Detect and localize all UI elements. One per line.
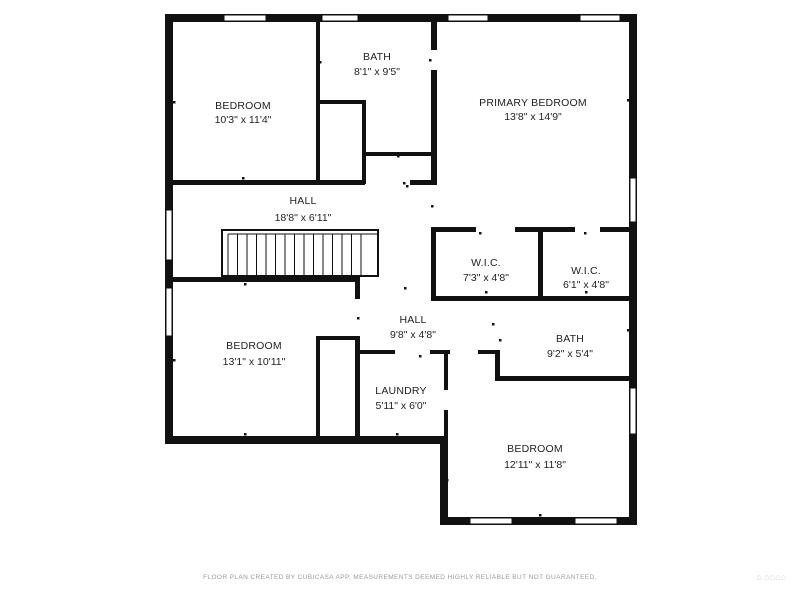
wall-bath-primary-2: [431, 70, 437, 184]
door-mark: [396, 433, 399, 436]
door-mark: [406, 185, 409, 188]
door-mark: [429, 59, 432, 62]
room-dims-bath-top: 8'1" x 9'5": [354, 66, 400, 78]
wall-bath2-left: [495, 350, 500, 380]
door-mark: [316, 177, 319, 180]
room-name-hall-lower: HALL: [399, 314, 426, 326]
wall-bath-primary: [431, 20, 437, 50]
door-mark: [357, 317, 360, 320]
wall-hall-top-right: [410, 180, 437, 185]
wall-closet-right: [362, 100, 366, 184]
door-mark: [173, 359, 176, 362]
room-name-hall-upper: HALL: [289, 195, 316, 207]
room-name-wic-right: W.I.C.: [571, 265, 601, 277]
room-dims-laundry: 5'11" x 6'0": [376, 400, 427, 412]
wall-laundry-top: [355, 350, 395, 354]
door-mark: [403, 182, 406, 185]
door-mark: [419, 355, 422, 358]
room-dims-hall-upper: 18'8" x 6'11": [275, 212, 332, 224]
door-mark: [479, 232, 482, 235]
walls: [165, 14, 637, 525]
wall-laundry-right: [444, 350, 448, 390]
wall-bottom-left: [165, 436, 448, 444]
door-mark: [319, 61, 322, 64]
window: [447, 14, 489, 22]
room-name-bedroom-nw: BEDROOM: [215, 100, 271, 112]
door-mark: [585, 291, 588, 294]
room-dims-bedroom-sw: 13'1" x 10'11": [223, 356, 286, 368]
room-dims-bath-right: 9'2" x 5'4": [547, 348, 593, 360]
wall-wic-left: [431, 227, 436, 299]
door-mark: [431, 205, 434, 208]
room-dims-wic-right: 6'1" x 4'8": [563, 279, 609, 291]
wall-se-left: [440, 436, 448, 524]
door-mark: [404, 287, 407, 290]
room-name-primary-bedroom: PRIMARY BEDROOM: [479, 97, 587, 109]
wall-wic-top-b: [515, 227, 575, 232]
floor-plan-disclaimer: FLOOR PLAN CREATED BY CUBICASA APP. MEAS…: [203, 574, 597, 581]
staircase: [221, 229, 379, 277]
room-dims-wic-left: 7'3" x 4'8": [463, 272, 509, 284]
door-mark: [627, 329, 630, 332]
room-name-wic-left: W.I.C.: [471, 257, 501, 269]
window: [223, 14, 267, 22]
logo-watermark: ⌂ ⌂⌂⌂⌂: [756, 572, 786, 582]
wall-closet-top: [316, 100, 366, 104]
window: [469, 517, 513, 525]
room-name-bath-right: BATH: [556, 333, 584, 345]
door-marks: [173, 59, 630, 517]
wall-laundry-left: [355, 336, 360, 436]
door-mark: [539, 514, 542, 517]
door-mark: [492, 323, 495, 326]
wall-right: [629, 14, 637, 524]
window: [321, 14, 359, 22]
wall-wic-top-a: [431, 227, 476, 232]
window: [629, 387, 637, 435]
wall-hall-top-left: [165, 180, 365, 185]
door-mark: [446, 479, 449, 482]
room-dims-bedroom-se: 12'11" x 11'8": [504, 459, 566, 471]
room-name-bath-top: BATH: [363, 51, 391, 63]
door-mark: [627, 99, 630, 102]
door-mark: [397, 155, 400, 158]
window: [574, 517, 618, 525]
room-dims-bedroom-nw: 10'3" x 11'4": [215, 114, 272, 126]
window: [165, 209, 173, 261]
wall-closet2-left: [316, 336, 320, 436]
wall-laundry-right-b: [444, 410, 448, 440]
door-mark: [485, 291, 488, 294]
room-name-laundry: LAUNDRY: [375, 385, 426, 397]
door-mark: [539, 377, 542, 380]
room-name-bedroom-se: BEDROOM: [507, 443, 563, 455]
stair-outline: [221, 229, 379, 277]
wall-hall-door-stub: [478, 350, 500, 354]
door-mark: [244, 283, 247, 286]
wall-hall-bottom: [165, 277, 360, 282]
room-dims-hall-lower: 9'8" x 4'8": [390, 329, 436, 341]
wall-top: [165, 14, 637, 22]
wall-bath2-bottom: [495, 376, 637, 381]
wall-bath-bottom: [362, 152, 437, 156]
wall-wic-top-c: [600, 227, 637, 232]
door-mark: [499, 339, 502, 342]
wall-laundry-top-b: [430, 350, 450, 354]
window: [579, 14, 621, 22]
door-mark: [244, 433, 247, 436]
door-mark: [242, 177, 245, 180]
window: [629, 177, 637, 223]
door-mark: [431, 97, 434, 100]
window: [165, 287, 173, 337]
door-mark: [584, 232, 587, 235]
windows: [165, 14, 637, 525]
door-mark: [173, 101, 176, 104]
wall-stair-right: [355, 277, 360, 299]
room-name-bedroom-sw: BEDROOM: [226, 340, 282, 352]
wall-wic-middle: [538, 227, 543, 299]
wall-wic-bottom: [431, 296, 637, 301]
room-dims-primary-bedroom: 13'8" x 14'9": [504, 111, 562, 123]
wall-closet2-top: [316, 336, 356, 340]
wall-bottom-right: [440, 517, 637, 525]
